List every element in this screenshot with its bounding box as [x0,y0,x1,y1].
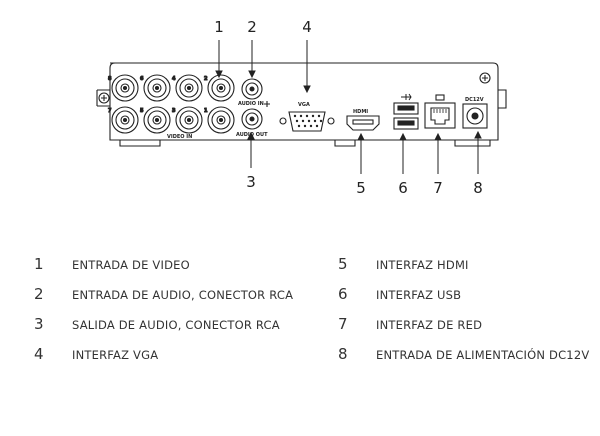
callout-arrow [215,70,223,79]
screw-right [479,72,491,84]
legend: 1 ENTRADA DE VIDEO 2 ENTRADA DE AUDIO, CONE… [0,255,600,375]
legend-text: INTERFAZ HDMI [376,258,469,272]
legend-item: 7 INTERFAZ DE RED [338,315,482,333]
channel-number: 7 [108,108,112,114]
dc-label: DC12V [465,97,484,103]
callout-arrow [399,132,407,141]
bnc-connector [207,74,235,102]
channel-number: 3 [172,108,176,114]
legend-item: 3 SALIDA DE AUDIO, CONECTOR RCA [0,315,280,333]
vga-label: VGA [298,102,310,108]
legend-number: 4 [34,345,44,363]
usb-port-top [393,102,419,115]
bnc-connector [111,74,139,102]
channel-number: 4 [172,76,176,82]
bnc-connector [207,106,235,134]
callout-number: 8 [473,179,483,197]
ethernet-port [424,102,456,129]
callout-number: 6 [398,179,408,197]
legend-number: 6 [338,285,348,303]
callout-number: 1 [214,18,224,36]
audio-in-rca [241,78,263,100]
legend-item: 2 ENTRADA DE AUDIO, CONECTOR RCA [0,285,293,303]
legend-text: ENTRADA DE ALIMENTACIÓN DC12V [376,348,590,362]
legend-item: 1 ENTRADA DE VIDEO [0,255,190,273]
hdmi-port [346,115,380,131]
legend-text: ENTRADA DE AUDIO, CONECTOR RCA [72,288,294,302]
callout-arrow [474,130,482,139]
callout-arrow [303,85,311,94]
screw-left [98,92,110,104]
channel-number: 6 [140,76,144,82]
callout-number: 5 [356,179,366,197]
legend-number: 1 [34,255,44,273]
video-in-label: VIDEO IN [167,134,192,140]
legend-item: 8 ENTRADA DE ALIMENTACIÓN DC12V [338,345,589,363]
bnc-connector [143,74,171,102]
legend-item: 5 INTERFAZ HDMI [338,255,469,273]
bnc-connector [175,74,203,102]
usb-port-bottom [393,117,419,130]
legend-text: INTERFAZ USB [376,288,462,302]
foot-left [119,140,161,147]
callout-number: 7 [433,179,443,197]
legend-text: ENTRADA DE VIDEO [72,258,190,272]
channel-number: 2 [204,76,208,82]
callout-arrow [247,131,255,140]
legend-text: INTERFAZ VGA [72,348,159,362]
legend-text: INTERFAZ DE RED [376,318,483,332]
legend-number: 7 [338,315,348,333]
video-input-bnc-group: 8 6 4 2 7 5 3 1 [107,74,235,134]
callout-arrow [357,132,365,141]
callout-number: 3 [246,173,256,191]
chassis-outline [109,62,499,141]
usb-symbol-icon [401,93,412,101]
dc-power-port [462,103,488,129]
legend-number: 2 [34,285,44,303]
hdmi-label: HDMI [353,109,368,115]
callout-number: 4 [302,18,312,36]
legend-item: 6 INTERFAZ USB [338,285,461,303]
foot-mid [334,140,356,147]
legend-number: 8 [338,345,348,363]
callout-arrow [248,70,256,79]
legend-text: SALIDA DE AUDIO, CONECTOR RCA [72,318,280,332]
audio-in-label: AUDIO IN [238,101,264,107]
legend-number: 5 [338,255,348,273]
vga-port [288,111,326,132]
audio-out-rca [241,108,263,130]
legend-item: 4 INTERFAZ VGA [0,345,158,363]
legend-number: 3 [34,315,44,333]
dvr-rear-panel-diagram: 8 6 4 2 7 5 3 1 VGA [96,18,507,197]
bnc-connector [143,106,171,134]
bnc-connector [111,106,139,134]
callout-number: 2 [247,18,257,36]
channel-number: 8 [108,76,112,82]
bnc-connector [175,106,203,134]
callout-arrow [434,132,442,141]
foot-right [454,140,491,147]
channel-number: 5 [140,108,144,114]
channel-number: 1 [204,108,208,114]
